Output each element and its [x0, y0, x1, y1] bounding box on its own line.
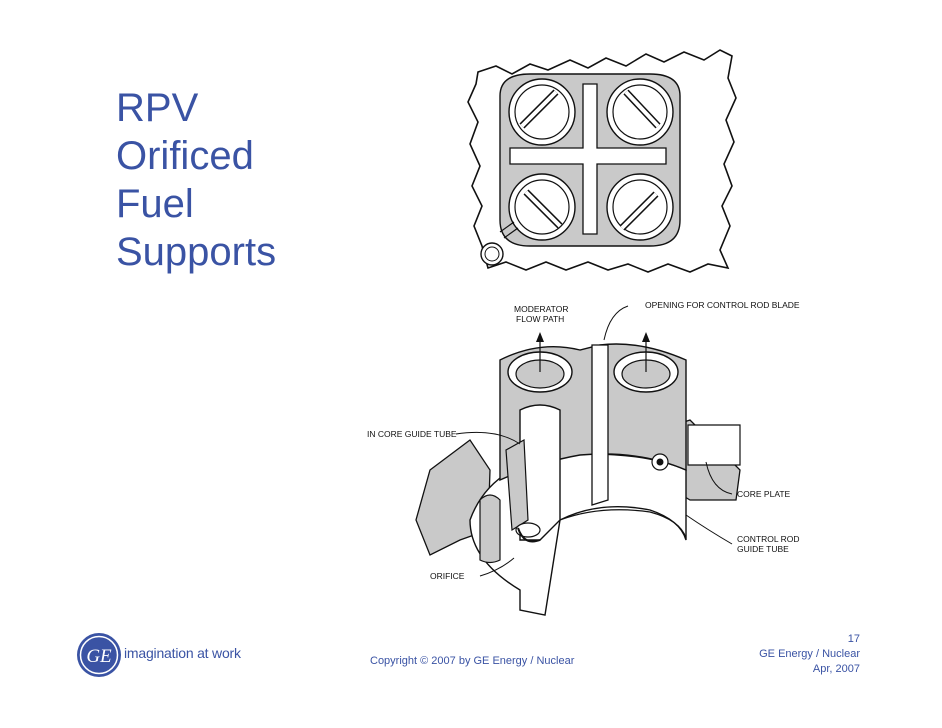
slide-title: RPV Orificed Fuel Supports — [116, 84, 276, 276]
cruciform-slot — [509, 83, 667, 235]
label-orifice: ORIFICE — [430, 571, 465, 581]
fuel-bore — [508, 78, 576, 146]
fuel-bore — [606, 173, 674, 241]
ge-monogram-icon: GE — [77, 633, 121, 677]
label-moderator-flow: FLOW PATH — [516, 314, 564, 324]
label-core-plate: CORE PLATE — [737, 489, 791, 499]
svg-text:GE: GE — [86, 646, 112, 667]
footer-meta: 17 GE Energy / Nuclear Apr, 2007 — [759, 632, 860, 677]
label-in-core-guide-tube: IN CORE GUIDE TUBE — [367, 429, 457, 439]
fuel-bore — [606, 78, 674, 146]
page-number: 17 — [847, 633, 860, 645]
org-name: GE Energy / Nuclear — [759, 648, 860, 660]
control-rod-blade-opening — [591, 344, 609, 506]
date: Apr, 2007 — [812, 663, 860, 675]
title-line: RPV — [116, 86, 199, 130]
leader-lines — [455, 305, 733, 577]
title-line: Supports — [116, 230, 277, 274]
fuel-bore — [508, 173, 576, 241]
top-view-drawing — [467, 49, 737, 273]
in-core-guide-tube — [519, 404, 561, 541]
alignment-pin — [480, 221, 519, 266]
title-line: Fuel — [116, 182, 194, 226]
cutaway-drawing — [415, 332, 741, 616]
label-control-rod-guide-tube: CONTROL ROD — [737, 534, 800, 544]
label-control-rod-guide-tube: GUIDE TUBE — [737, 544, 789, 554]
orifice — [517, 527, 541, 543]
copyright-notice: Copyright © 2007 by GE Energy / Nuclear — [370, 655, 575, 667]
label-control-rod-opening: OPENING FOR CONTROL ROD BLADE — [645, 300, 800, 310]
label-moderator-flow: MODERATOR — [514, 304, 568, 314]
tagline: imagination at work — [124, 645, 241, 661]
title-line: Orificed — [116, 134, 254, 178]
